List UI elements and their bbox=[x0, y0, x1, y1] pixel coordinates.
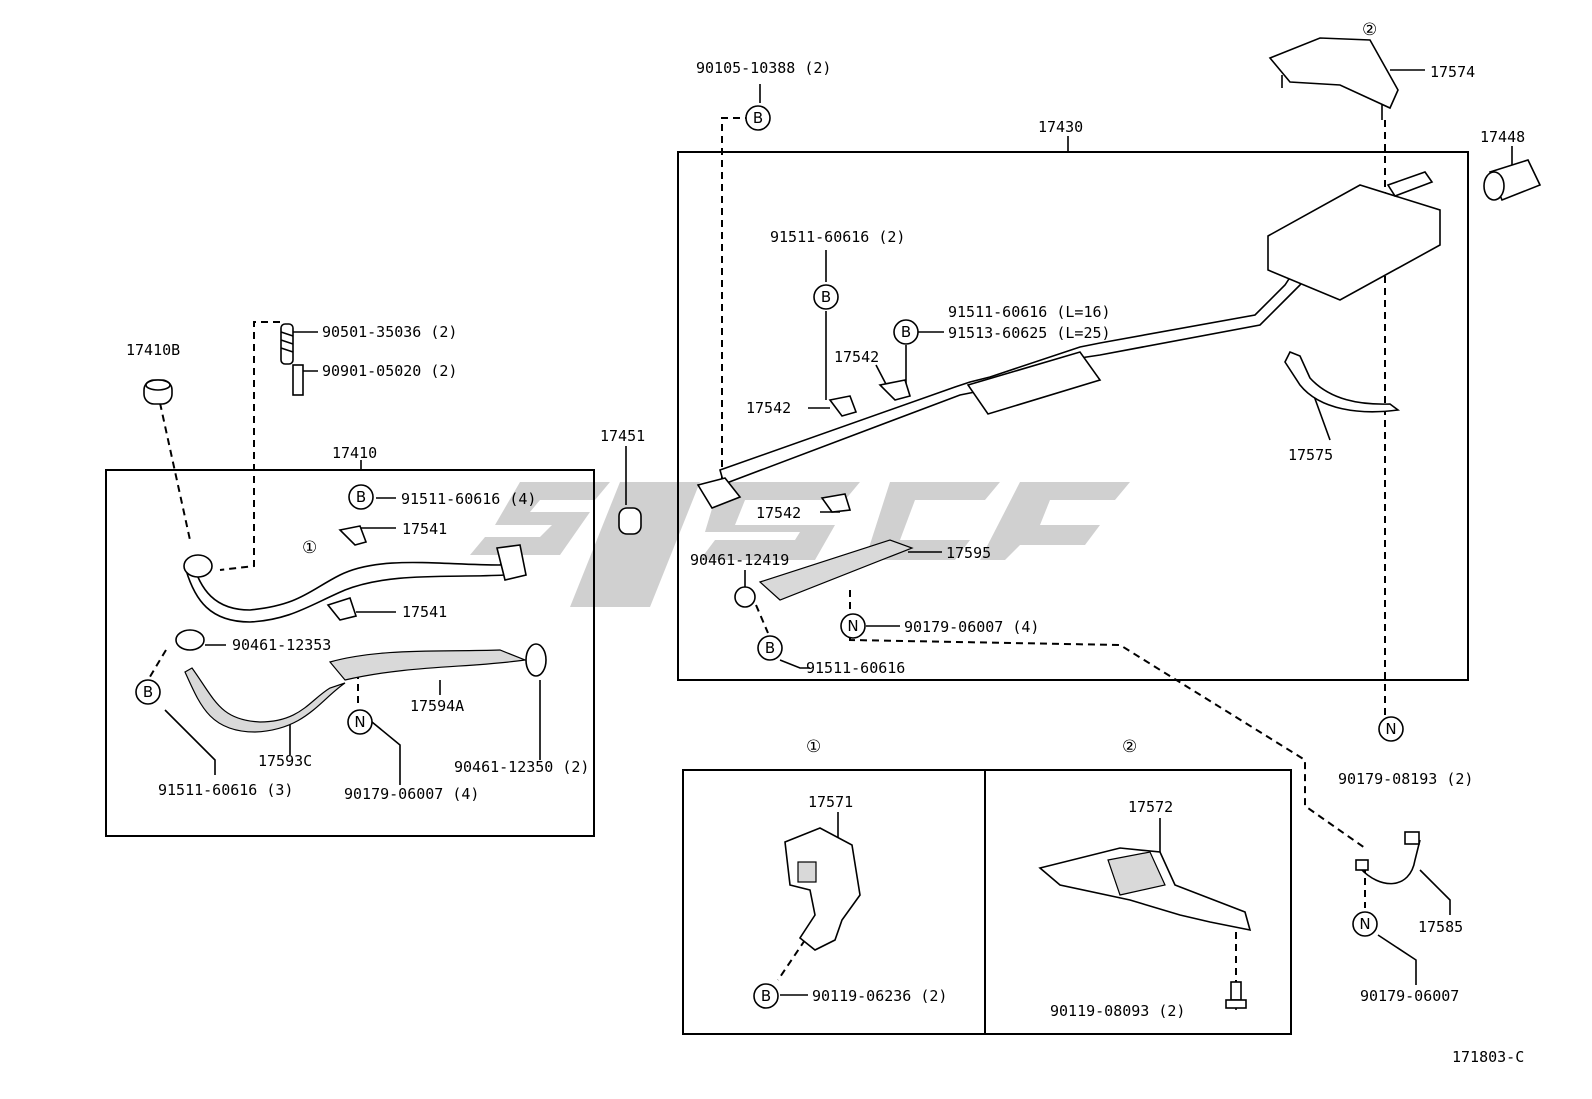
label-17410: 17410 bbox=[332, 444, 377, 462]
marker-b-text: B bbox=[143, 683, 153, 701]
label-17451: 17451 bbox=[600, 427, 645, 445]
marker-n-text: N bbox=[847, 617, 858, 635]
bolt-90119-08093 bbox=[1225, 981, 1247, 1009]
label-17572: 17572 bbox=[1128, 798, 1173, 816]
marker-b bbox=[745, 105, 771, 131]
heat-insulator-17594A bbox=[328, 649, 528, 681]
spring-bolt bbox=[280, 323, 304, 396]
label-90901-05020: 90901-05020 (2) bbox=[322, 362, 457, 380]
bracket-17574 bbox=[1268, 37, 1399, 120]
marker-b-text: B bbox=[753, 109, 763, 127]
label-90119-06236: 90119-06236 (2) bbox=[812, 987, 947, 1005]
tail-pipe-tip-17448 bbox=[1483, 159, 1542, 202]
group-17410-box bbox=[105, 469, 595, 837]
label-17430: 17430 bbox=[1038, 118, 1083, 136]
label-17594a: 17594A bbox=[410, 697, 464, 715]
label-90179-06007: 90179-06007 bbox=[1360, 987, 1459, 1005]
label-90105-10388: 90105-10388 (2) bbox=[696, 59, 831, 77]
marker-1: ① bbox=[302, 538, 317, 558]
label-17541-upper: 17541 bbox=[402, 520, 447, 538]
marker-n bbox=[840, 613, 866, 639]
label-90179-06007-4-right: 90179-06007 (4) bbox=[904, 618, 1039, 636]
circle-markers: B B N B B B B N N N B bbox=[135, 105, 1404, 1009]
label-17574: 17574 bbox=[1430, 63, 1475, 81]
marker-1: ① bbox=[806, 737, 821, 757]
marker-b-text: B bbox=[761, 987, 771, 1005]
clamps-left bbox=[175, 629, 547, 677]
marker-n bbox=[347, 709, 373, 735]
wire-17585 bbox=[1355, 831, 1421, 885]
exhaust-tailpipe-17430 bbox=[696, 171, 1441, 509]
label-91511-60616-l16: 91511-60616 (L=16) bbox=[948, 303, 1111, 321]
marker-b-text: B bbox=[356, 488, 366, 506]
marker-n-text: N bbox=[1359, 915, 1370, 933]
marker-b-text: B bbox=[821, 288, 831, 306]
clamps-17542 bbox=[820, 379, 912, 513]
group-17430-box bbox=[677, 151, 1469, 681]
marker-b bbox=[753, 983, 779, 1009]
label-17541-lower: 17541 bbox=[402, 603, 447, 621]
label-90501-35036: 90501-35036 (2) bbox=[322, 323, 457, 341]
label-90179-06007-4-left: 90179-06007 (4) bbox=[344, 785, 479, 803]
marker-2: ② bbox=[1122, 737, 1137, 757]
gasket-17410B bbox=[143, 379, 173, 405]
marker-n-text: N bbox=[1385, 720, 1396, 738]
label-90179-08193: 90179-08193 (2) bbox=[1338, 770, 1473, 788]
part-labels: 17410B 90501-35036 (2) 90901-05020 (2) 1… bbox=[126, 59, 1525, 1066]
label-91511-60616-3: 91511-60616 (3) bbox=[158, 781, 293, 799]
label-90461-12350: 90461-12350 (2) bbox=[454, 758, 589, 776]
watermark-logo bbox=[470, 482, 1130, 607]
marker-b bbox=[813, 284, 839, 310]
bracket-17575 bbox=[1284, 350, 1401, 413]
label-17571: 17571 bbox=[808, 793, 853, 811]
marker-b bbox=[348, 484, 374, 510]
front-pipe-17410 bbox=[183, 544, 527, 623]
heat-insulator-17595 bbox=[758, 539, 914, 601]
mount-17572 bbox=[1038, 847, 1252, 932]
clamp-17541 bbox=[326, 525, 368, 621]
label-91511-60616-2: 91511-60616 (2) bbox=[770, 228, 905, 246]
marker-n-text: N bbox=[354, 713, 365, 731]
label-17448: 17448 bbox=[1480, 128, 1525, 146]
marker-b-text: B bbox=[901, 323, 911, 341]
marker-b bbox=[757, 635, 783, 661]
label-90461-12353: 90461-12353 bbox=[232, 636, 331, 654]
marker-2: ② bbox=[1362, 20, 1377, 40]
numbered-markers: ① ① ② ② bbox=[302, 20, 1377, 757]
mount-17571 bbox=[784, 827, 861, 951]
label-90119-08093: 90119-08093 (2) bbox=[1050, 1002, 1185, 1020]
label-91513-60625-l25: 91513-60625 (L=25) bbox=[948, 324, 1111, 342]
marker-b-text: B bbox=[765, 639, 775, 657]
heat-insulator-17593C bbox=[184, 667, 346, 733]
label-17595: 17595 bbox=[946, 544, 991, 562]
label-90461-12419: 90461-12419 bbox=[690, 551, 789, 569]
leader-lines bbox=[164, 69, 1513, 1010]
label-17575: 17575 bbox=[1288, 446, 1333, 464]
clamp-90461-12419 bbox=[734, 586, 756, 608]
label-17593c: 17593C bbox=[258, 752, 312, 770]
detail-2-box bbox=[984, 769, 1292, 1035]
marker-n bbox=[1378, 716, 1404, 742]
label-17542-mid: 17542 bbox=[746, 399, 791, 417]
label-91511-60616: 91511-60616 bbox=[806, 659, 905, 677]
marker-b bbox=[135, 679, 161, 705]
diagram-reference: 171803-C bbox=[1452, 1048, 1524, 1066]
marker-b bbox=[893, 319, 919, 345]
gasket-17451 bbox=[618, 507, 642, 535]
label-17410b: 17410B bbox=[126, 341, 180, 359]
label-17542-low: 17542 bbox=[756, 504, 801, 522]
label-17585: 17585 bbox=[1418, 918, 1463, 936]
label-17542-top: 17542 bbox=[834, 348, 879, 366]
marker-n bbox=[1352, 911, 1378, 937]
label-91511-60616-4: 91511-60616 (4) bbox=[401, 490, 536, 508]
